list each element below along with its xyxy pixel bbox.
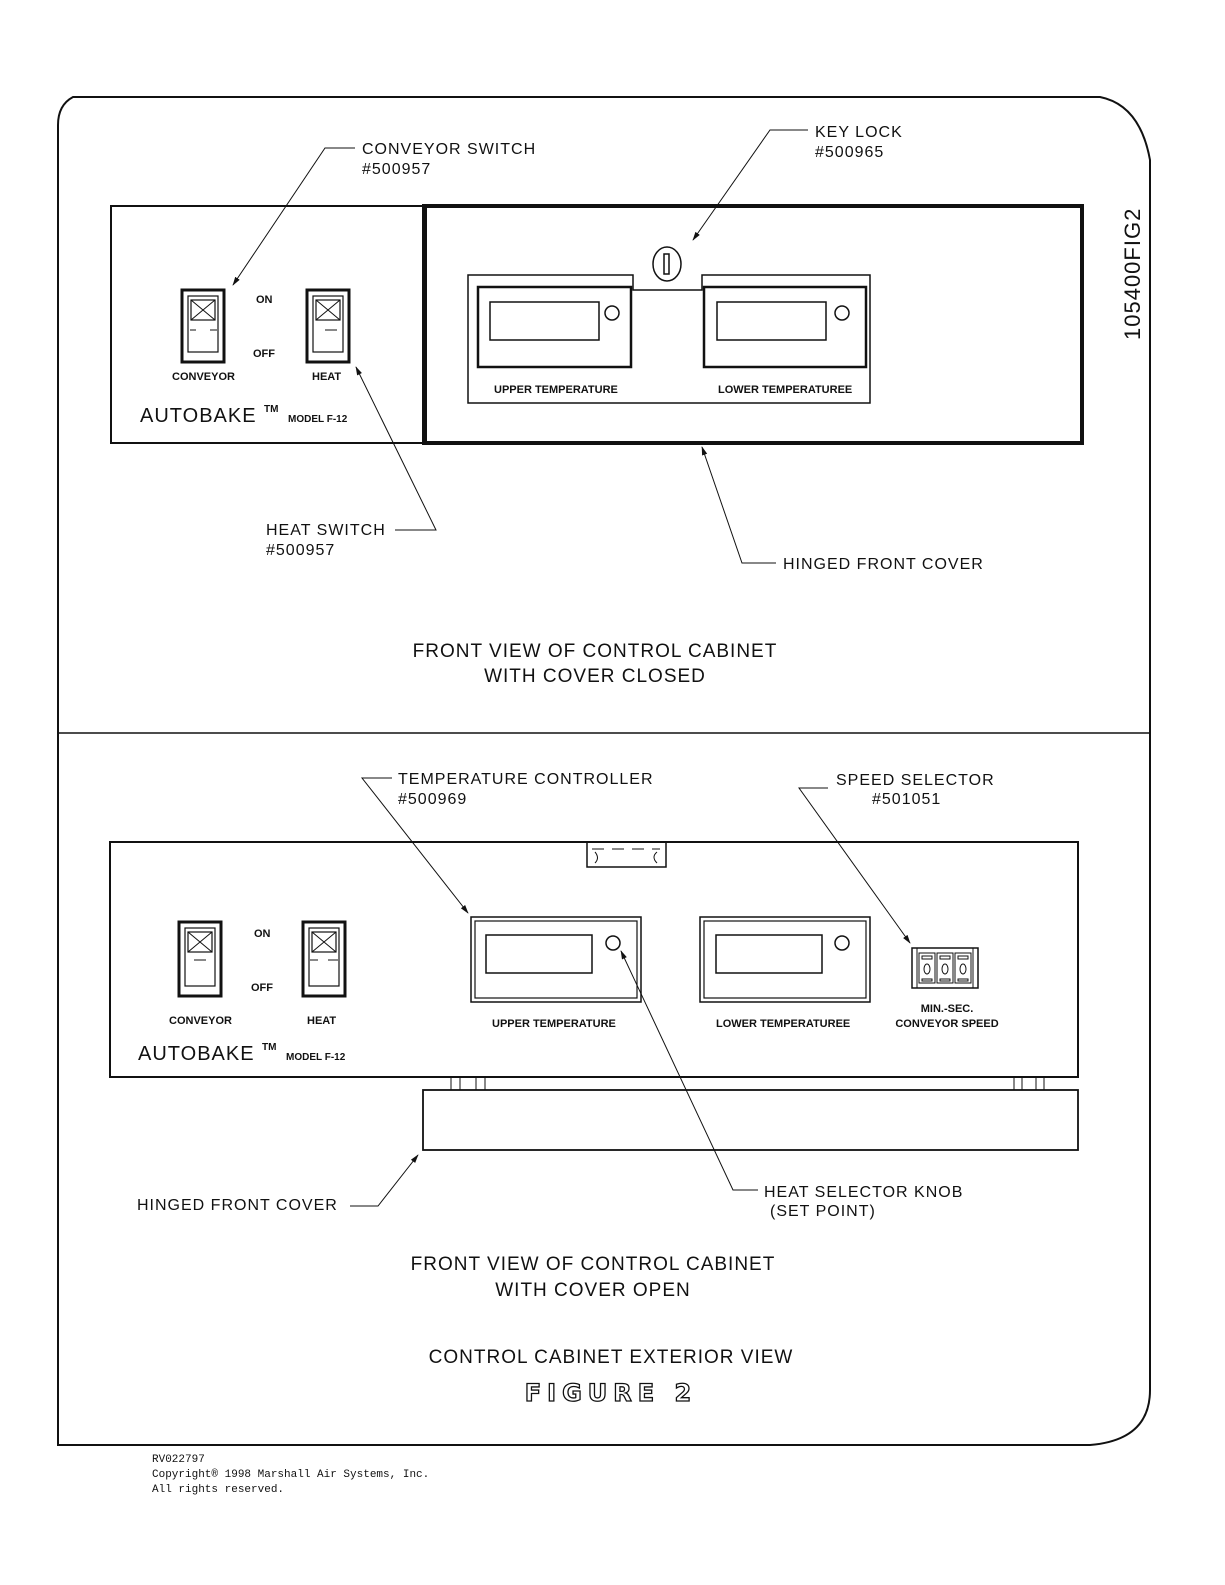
upper-display [489,301,600,341]
rights-notice: All rights reserved. [152,1484,284,1496]
temperature-window [467,274,871,404]
lower-temp-label: LOWER TEMPERATUREE [718,384,852,396]
heat-switch-leader [355,366,437,531]
conveyor-switch-callout: CONVEYOR SWITCH [362,141,536,158]
lower-temp-label: LOWER TEMPERATUREE [716,1018,850,1030]
model-label: MODEL F-12 [286,1052,346,1063]
hinged-cover-leader [701,446,776,564]
figure-title: CONTROL CABINET EXTERIOR VIEW [429,1347,794,1368]
heat-selector-knob-upper[interactable] [605,935,621,951]
heat-knob-subtitle: (SET POINT) [770,1203,876,1220]
temp-controller-callout: TEMPERATURE CONTROLLER [398,771,654,788]
speed-digit-1[interactable] [918,952,936,984]
speed-selector[interactable] [911,947,979,989]
hinges [450,1077,1045,1090]
conveyor-switch-part: #500957 [362,161,431,178]
lower-controller-closed [702,285,868,369]
top-caption-line1: FRONT VIEW OF CONTROL CABINET [413,641,778,662]
brand-label: AUTOBAKE [138,1043,255,1065]
heat-switch-open[interactable] [301,920,347,998]
conveyor-label: CONVEYOR [172,371,235,383]
conveyor-switch-open[interactable] [177,920,223,998]
hinged-cover-callout: HINGED FRONT COVER [137,1197,338,1214]
drawing-id: 105400FIG2 [1120,208,1145,340]
upper-temperature-controller [470,916,642,1003]
heat-switch-callout: HEAT SWITCH [266,522,386,539]
speed-label-2: CONVEYOR SPEED [895,1018,998,1030]
key-lock-callout: KEY LOCK [815,124,903,141]
revision-code: RV022797 [152,1454,205,1466]
upper-temp-label: UPPER TEMPERATURE [492,1018,616,1030]
trademark: TM [262,1042,276,1053]
hinged-cover-callout: HINGED FRONT COVER [783,556,984,573]
brand-label: AUTOBAKE [140,405,257,427]
bottom-caption-line2: WITH COVER OPEN [495,1280,691,1301]
speed-digit-2[interactable] [936,952,954,984]
conveyor-switch-leader [232,147,355,286]
hinged-front-cover-open[interactable] [422,1089,1079,1151]
speed-digit-3[interactable] [954,952,972,984]
hinged-cover-leader [350,1154,419,1207]
conveyor-label: CONVEYOR [169,1015,232,1027]
switch-off-label: OFF [251,982,273,994]
heat-switch[interactable] [305,288,351,364]
copyright-notice: Copyright® 1998 Marshall Air Systems, In… [152,1469,429,1481]
speed-selector-leader [798,787,911,944]
key-lock-part: #500965 [815,144,884,161]
lower-display [716,301,827,341]
conveyor-switch[interactable] [180,288,226,364]
model-label: MODEL F-12 [288,414,348,425]
trademark: TM [264,404,278,415]
temp-controller-leader [360,777,469,914]
heat-selector-knob-lower[interactable] [834,935,850,951]
bottom-caption-line1: FRONT VIEW OF CONTROL CABINET [411,1254,776,1275]
sheet-border [57,96,1151,1446]
speed-selector-part: #501051 [872,791,941,808]
heat-label: HEAT [307,1015,336,1027]
switch-on-label: ON [256,294,273,306]
heat-knob-leader [620,950,758,1191]
hinged-front-cover-closed[interactable] [422,204,1084,445]
top-view: ON OFF CONVEYOR HEAT AUTOBAKE TM MODEL F… [110,124,1084,687]
temp-controller-part: #500969 [398,791,467,808]
heat-switch-part: #500957 [266,542,335,559]
figure-number: FIGURE 2 [525,1379,697,1407]
lower-knob [834,305,850,321]
top-caption-line2: WITH COVER CLOSED [484,666,706,687]
upper-temp-label: UPPER TEMPERATURE [494,384,618,396]
heat-label: HEAT [312,371,341,383]
upper-controller-closed [476,285,633,369]
heat-knob-callout: HEAT SELECTOR KNOB [764,1184,963,1201]
key-lock-leader [692,129,808,241]
key-lock[interactable] [652,246,682,282]
upper-knob [604,305,620,321]
latch [586,841,667,868]
speed-label-1: MIN.-SEC. [921,1003,974,1015]
switch-off-label: OFF [253,348,275,360]
control-panel-open [109,841,1079,1078]
speed-selector-callout: SPEED SELECTOR [836,772,995,789]
switch-on-label: ON [254,928,271,940]
bottom-view: ON OFF CONVEYOR HEAT AUTOBAKE TM MODEL F… [109,771,1079,1301]
lower-temperature-controller [699,916,871,1003]
